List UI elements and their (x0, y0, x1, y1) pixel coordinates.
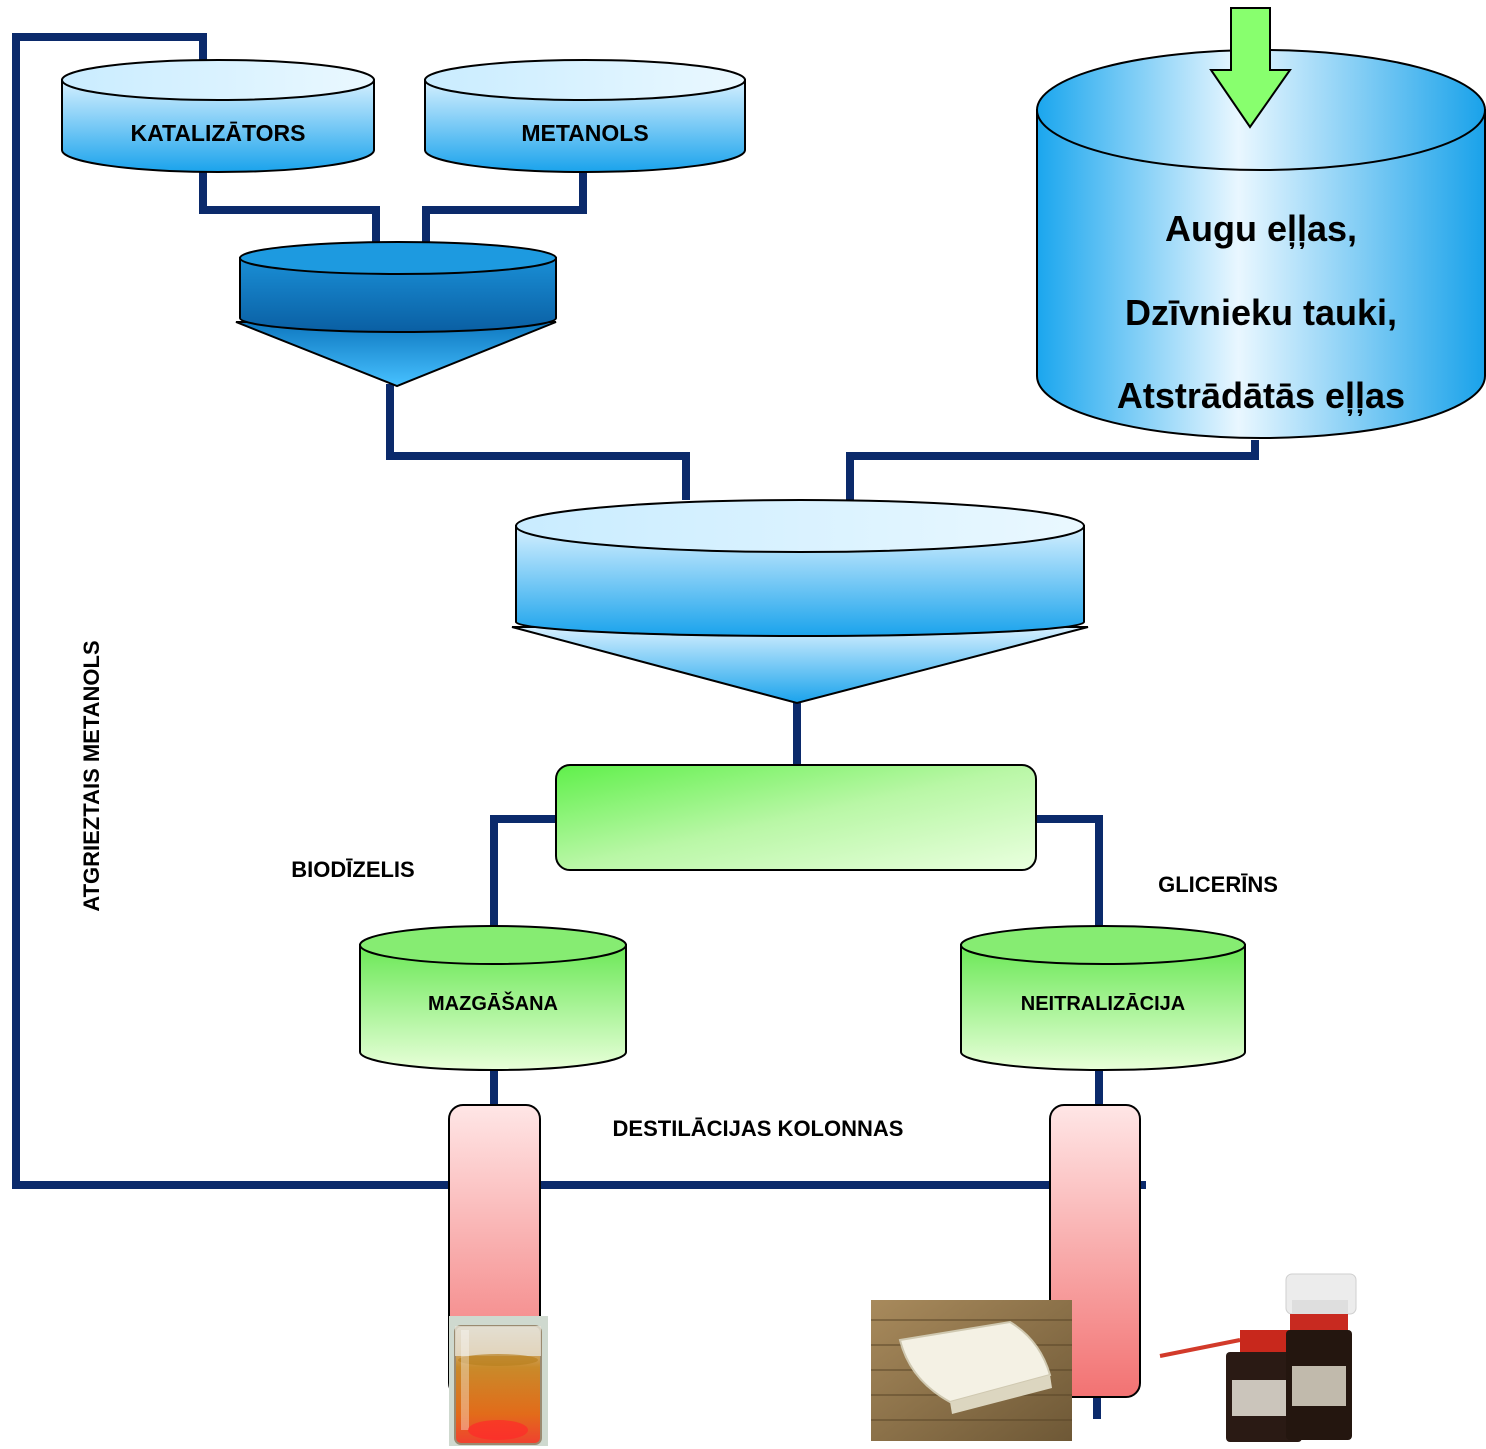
neutralization-label: NEITRALIZĀCIJA (1021, 993, 1185, 1015)
oils-tank: Augu eļļas, Dzīvnieku tauki, Atstrādātās… (1036, 49, 1486, 439)
pipe-glycerin (1036, 815, 1103, 928)
return-methanol-pipe (12, 33, 449, 1189)
washing-tank: MAZGĀŠANA (359, 925, 627, 1071)
neutralization-tank: NEITRALIZĀCIJA (960, 925, 1246, 1071)
beaker-icon (449, 1316, 548, 1446)
methanol-label: METANOLS (521, 120, 648, 146)
pipe-biodiesel (490, 815, 556, 928)
pipe-methanol-mixer (422, 160, 587, 246)
oils-label-1: Augu eļļas, (1165, 208, 1357, 249)
reactor-tank (511, 499, 1089, 705)
pipe-catalyst-mixer (199, 170, 380, 246)
oils-label-3: Atstrādātās eļļas (1117, 375, 1405, 416)
bottles-icon (1159, 1273, 1357, 1442)
mixer-tank (235, 241, 557, 388)
oils-label-2: Dzīvnieku tauki, (1125, 292, 1397, 333)
separator-tank (555, 764, 1037, 871)
input-arrow-icon (1209, 7, 1292, 129)
pipe-oils-reactor (846, 440, 1259, 500)
distillation-columns-label: DESTILĀCIJAS KOLONNAS (613, 1116, 904, 1141)
returned-methanol-label: ATGRIEZTAIS METANOLS (79, 640, 104, 911)
catalyst-tank: KATALIZĀTORS (61, 59, 375, 173)
distillation-column-right (1049, 1104, 1141, 1398)
washing-label: MAZGĀŠANA (428, 991, 558, 1015)
glycerin-label: GLICERĪNS (1158, 872, 1278, 897)
soap-icon (871, 1300, 1072, 1441)
catalyst-label: KATALIZĀTORS (130, 120, 305, 146)
biodiesel-label: BIODĪZELIS (291, 857, 414, 882)
pipe-mixer-reactor (386, 384, 690, 500)
methanol-tank: METANOLS (424, 59, 746, 173)
